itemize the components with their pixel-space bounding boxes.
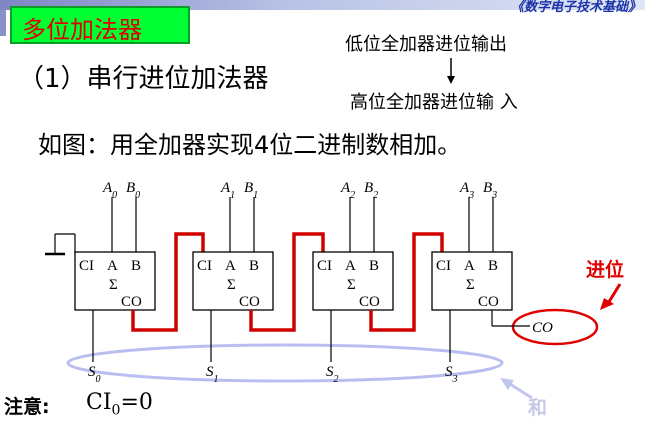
- full-adder-1: [192, 251, 274, 311]
- co-output-label: CO: [532, 320, 553, 336]
- sum-arrow-icon: [500, 378, 533, 400]
- high-carry-note: 高位全加器进位输 入: [350, 92, 518, 113]
- pin-b-3: B: [488, 258, 498, 274]
- pin-ci-1: CI: [197, 258, 212, 274]
- pin-b-0: B: [131, 258, 141, 274]
- carry-label: 进位: [586, 258, 624, 281]
- sigma-1: Σ: [227, 277, 236, 293]
- input-b-label-3: B3: [483, 180, 497, 201]
- down-arrow-icon: [447, 58, 455, 84]
- pin-co-2: CO: [359, 294, 380, 310]
- page-title: 多位加法器: [22, 16, 142, 44]
- sum-label: 和: [528, 396, 547, 419]
- carry-ellipse: [511, 308, 599, 346]
- pin-b-1: B: [249, 258, 259, 274]
- pin-ci-2: CI: [317, 258, 332, 274]
- top-banner: [0, 0, 645, 10]
- input-a-label-2: A2: [340, 180, 355, 201]
- input-a-label-1: A1: [220, 180, 235, 201]
- full-adder-2: [312, 251, 394, 311]
- pin-a-0: A: [107, 258, 118, 274]
- input-b-label-0: B0: [126, 180, 140, 201]
- note-label: 注意:: [4, 396, 50, 418]
- carry-wire-0: [131, 232, 205, 332]
- pin-co-0: CO: [121, 294, 142, 310]
- low-carry-note: 低位全加器进位输出: [345, 34, 507, 55]
- pin-co-3: CO: [478, 294, 499, 310]
- input-b-label-1: B1: [244, 180, 258, 201]
- pin-ci-0: CI: [79, 258, 94, 274]
- ci0-condition: CI0=0: [86, 390, 153, 419]
- pin-a-3: A: [464, 258, 475, 274]
- full-adder-0: [74, 251, 156, 311]
- sum-ellipse: [66, 343, 504, 383]
- sigma-2: Σ: [347, 277, 356, 293]
- section-heading: （1）串行进位加法器: [18, 64, 269, 94]
- title-box: 多位加法器: [10, 6, 190, 44]
- ci0-input-wire: [45, 233, 76, 256]
- input-b-label-2: B2: [364, 180, 378, 201]
- input-a-label-0: A0: [102, 180, 117, 201]
- input-a-label-3: A3: [459, 180, 474, 201]
- pin-co-1: CO: [239, 294, 260, 310]
- sigma-0: Σ: [109, 277, 118, 293]
- final-co-output: CO: [491, 310, 553, 336]
- carry-wire-1: [249, 232, 325, 332]
- full-adder-3: [431, 251, 513, 311]
- pin-a-1: A: [225, 258, 236, 274]
- sum-output-label-3: S3: [445, 364, 458, 385]
- carry-wire-2: [369, 232, 444, 332]
- sigma-3: Σ: [466, 277, 475, 293]
- carry-arrow-icon: [600, 283, 622, 310]
- left-accent: [0, 10, 6, 36]
- sum-output-label-0: S0: [88, 364, 101, 385]
- pin-a-2: A: [345, 258, 356, 274]
- pin-b-2: B: [369, 258, 379, 274]
- description: 如图：用全加器实现4位二进制数相加。: [38, 131, 462, 159]
- course-title: 《数字电子技术基础》: [510, 0, 641, 15]
- pin-ci-3: CI: [436, 258, 451, 274]
